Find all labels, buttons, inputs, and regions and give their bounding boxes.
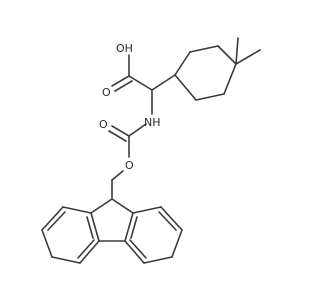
bond-cyclohexane-6 — [174, 74, 197, 101]
bond-right-benzene-5 — [160, 206, 183, 231]
bond-fluorene-c9-right — [111, 198, 134, 214]
atom-label-hydroxyl: OH — [116, 42, 133, 55]
bond-right-benzene-6 — [132, 206, 162, 214]
bond-methyl-2 — [235, 49, 261, 65]
bond-left-benzene-2 — [79, 240, 100, 264]
bond-left-benzene-double-1 — [77, 239, 95, 259]
bond-alpha-to-ring — [151, 74, 176, 91]
bond-left-benzene-6 — [62, 206, 92, 214]
molecule-diagram: OH O NH O O — [41, 37, 261, 264]
bond-left-benzene-5 — [41, 206, 64, 231]
bond-carbamate-carbonyl-1 — [111, 125, 130, 137]
bond-right-benzene-3 — [143, 256, 173, 264]
bond-left-benzene-4 — [41, 229, 53, 258]
bond-cyclohexane-2 — [189, 45, 219, 53]
structure-canvas: OH O NH O O — [41, 37, 261, 264]
atom-label-ester-oxygen: O — [125, 159, 134, 172]
bond-right-benzene-4 — [171, 229, 183, 258]
bond-carbamate-carbonyl-2 — [108, 130, 127, 142]
bond-alpha-to-carboxyl — [128, 75, 153, 91]
bond-cyclohexane-1 — [174, 51, 191, 76]
bond-right-benzene-double-3 — [130, 216, 138, 239]
bond-cyclohexane-4 — [223, 63, 237, 95]
bond-cyclohexane-5 — [195, 93, 225, 101]
atom-label-carbamate-carbonyl-oxygen: O — [99, 118, 108, 131]
bond-right-benzene-double-1 — [129, 239, 147, 259]
bond-methyl-1 — [235, 37, 239, 65]
bond-left-benzene-3 — [51, 256, 81, 264]
bond-carboxyl-to-oxygen-2 — [114, 80, 133, 92]
bond-fluorene-c9-left — [90, 198, 113, 214]
bond-right-benzene-2 — [124, 240, 145, 264]
atom-label-amine-nitrogen: NH — [144, 116, 161, 129]
bond-nitrogen-to-carbamate-carbon — [128, 123, 147, 137]
bond-left-benzene-double-2 — [47, 211, 66, 231]
bond-ester-oxygen-to-methylene — [111, 170, 124, 181]
bond-cyclohexane-3 — [217, 45, 237, 65]
atom-label-acid-carbonyl-oxygen: O — [102, 86, 111, 99]
bond-carboxyl-to-oxygen-1 — [111, 75, 130, 87]
bond-right-benzene-double-2 — [158, 211, 177, 231]
bond-left-benzene-double-3 — [86, 216, 94, 239]
bond-left-benzene-1 — [90, 212, 100, 242]
bond-right-benzene-1 — [124, 212, 134, 242]
